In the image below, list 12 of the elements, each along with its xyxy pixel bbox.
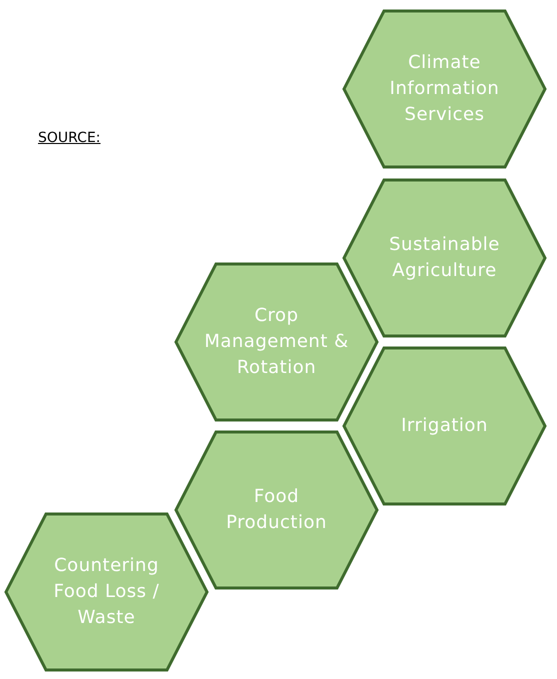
- tile-label: Climate Information Services: [388, 51, 500, 127]
- tile-label: Irrigation: [400, 414, 489, 438]
- hexagon-tile: [4, 512, 209, 672]
- tile-label: Sustainable Agriculture: [388, 233, 501, 283]
- hexagon-tile: [342, 9, 547, 169]
- tile-label: Food Production: [225, 485, 328, 535]
- tile-label: Crop Management & Rotation: [204, 304, 349, 380]
- hexagon-tile: [342, 346, 547, 506]
- hexagon-tile: [174, 262, 379, 422]
- hexagon-tile: [174, 430, 379, 590]
- tile-label: Countering Food Loss / Waste: [52, 554, 160, 630]
- source-note: SOURCE:: [38, 130, 101, 146]
